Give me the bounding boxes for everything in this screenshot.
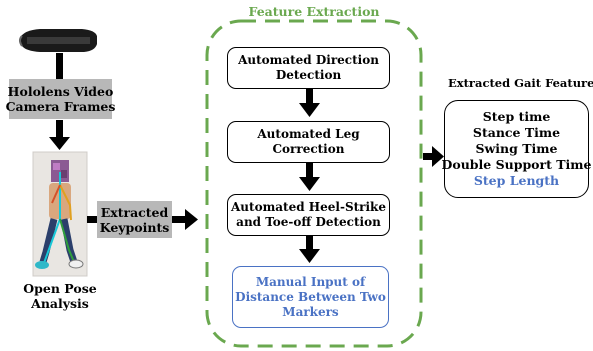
arrow-step3-to-step4 [299, 236, 320, 263]
step2-line2: Correction [272, 142, 345, 156]
feature-extraction-frame [205, 19, 423, 348]
keypoints-line1: Extracted [100, 204, 169, 220]
step1-line2: Detection [275, 68, 342, 82]
connector-headset-video [56, 53, 63, 79]
step-manual-input: Manual Input of Distance Between Two Mar… [232, 266, 389, 328]
video-frames-line2: Camera Frames [5, 99, 116, 114]
arrow-step2-to-step3 [299, 163, 320, 191]
gait-features-heading: Extracted Gait Features [448, 76, 593, 90]
arrow-video-to-photo [49, 120, 70, 150]
keypoints-box: Extracted Keypoints [97, 201, 172, 238]
feature-extraction-title: Feature Extraction [248, 4, 380, 19]
step-direction-detection: Automated Direction Detection [227, 47, 390, 89]
gait-feature-step-time: Step time [482, 109, 551, 124]
arrow-extraction-to-features [423, 146, 444, 167]
step-heel-strike-detection: Automated Heel-Strike and Toe-off Detect… [227, 194, 390, 236]
step4-line1: Manual Input of [255, 274, 366, 289]
gait-feature-swing-time: Swing Time [475, 141, 558, 156]
person-walking-pose-image [32, 151, 88, 277]
gait-feature-step-length: Step Length [473, 173, 560, 188]
step3-line1: Automated Heel-Strike [231, 200, 386, 214]
pose-analysis-label: Open Pose Analysis [14, 281, 106, 311]
video-frames-box: Hololens Video Camera Frames [6, 79, 115, 119]
arrow-step1-to-step2 [299, 89, 320, 117]
vr-headset-icon [19, 29, 97, 52]
step4-line2: Distance Between Two [235, 289, 386, 304]
pose-analysis-line2: Analysis [31, 296, 89, 311]
keypoints-line2: Keypoints [99, 219, 170, 235]
step4-line3: Markers [282, 304, 339, 319]
gait-feature-double-support-time: Double Support Time [441, 157, 592, 172]
video-frames-line1: Hololens Video [7, 84, 114, 99]
gait-features-box: Step time Stance Time Swing Time Double … [441, 100, 592, 198]
connector-photo-keypoints [87, 216, 98, 223]
arrow-keypoints-to-extraction [172, 209, 198, 230]
step2-line1: Automated Leg [257, 127, 360, 141]
step-leg-correction: Automated Leg Correction [227, 121, 390, 163]
gait-feature-stance-time: Stance Time [472, 125, 561, 140]
pose-analysis-line1: Open Pose [23, 281, 97, 296]
step3-line2: and Toe-off Detection [236, 215, 381, 229]
step1-line1: Automated Direction [238, 53, 379, 67]
